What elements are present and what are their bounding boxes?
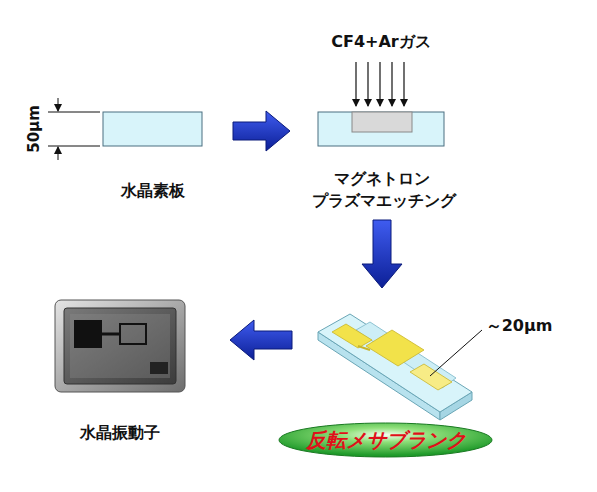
gas-arrows — [356, 62, 404, 106]
caption-group: マグネトロン プラズマエッチング — [312, 168, 452, 212]
process-step: 水晶素板 — [95, 104, 211, 202]
dimension-label: 50μm — [25, 105, 43, 153]
quartz-plate — [103, 112, 202, 146]
leader-line — [430, 330, 482, 376]
caption-group: 水晶素板 — [95, 180, 211, 202]
step-caption: 水晶振動子 — [45, 422, 195, 444]
process-step: マグネトロン プラズマエッチング — [312, 104, 452, 212]
caption-group: 水晶振動子 — [45, 422, 195, 444]
flow-arrow — [233, 111, 290, 151]
process-step: 水晶振動子 — [45, 292, 195, 444]
note-label: ～20μm — [486, 316, 553, 337]
mesa-blank — [318, 314, 472, 420]
resonator-package — [55, 300, 185, 392]
note-label: CF4+Arガス — [331, 32, 430, 53]
step-caption: 水晶素板 — [95, 180, 211, 202]
step-caption: マグネトロン プラズマエッチング — [312, 168, 452, 212]
etched-recess — [352, 112, 412, 132]
flow-arrow — [362, 220, 402, 288]
etched-plate — [318, 112, 444, 146]
product-name: 反転メサブランク — [278, 422, 493, 458]
flow-arrow — [230, 320, 292, 360]
dimension — [48, 98, 100, 160]
product-badge: 反転メサブランク — [300, 296, 490, 464]
